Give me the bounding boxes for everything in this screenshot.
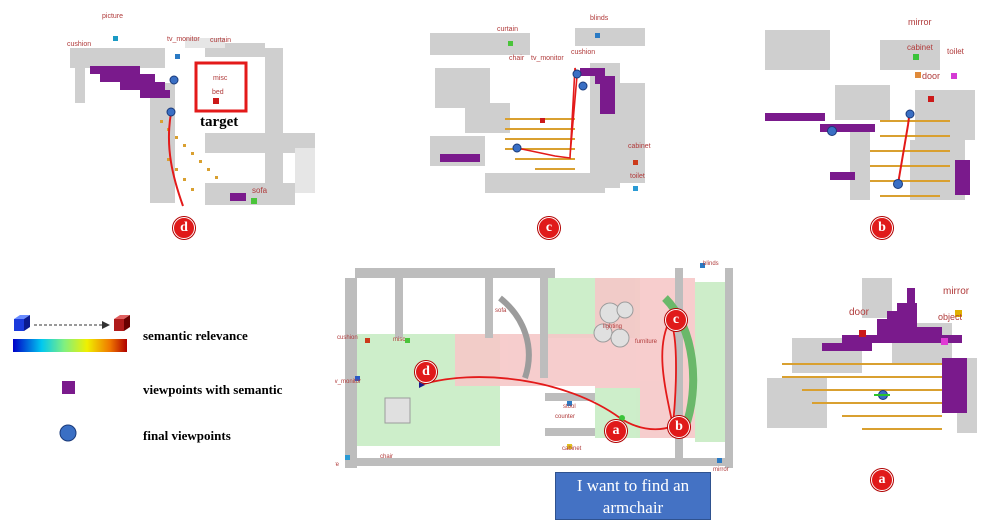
- marker-main-d: d: [415, 361, 437, 383]
- cube-icon: [928, 96, 934, 102]
- final-viewpoint: [893, 179, 903, 189]
- final-viewpoint: [619, 415, 625, 421]
- label-door: door: [922, 71, 940, 81]
- label-lighting: lighting: [603, 324, 622, 330]
- cube-icon: [717, 458, 722, 463]
- label-misc: misc: [213, 75, 228, 82]
- legend-viewpoints: viewpoints with semantic: [143, 382, 283, 397]
- blue-cube-icon: [14, 315, 30, 331]
- final-viewpoint: [166, 107, 176, 117]
- label-counter: counter: [555, 414, 575, 420]
- label-cushion: cushion: [67, 41, 91, 48]
- marker-d: d: [173, 217, 195, 239]
- bed-cube-icon: [213, 98, 219, 104]
- cube-icon: [633, 186, 638, 191]
- cube-icon: [915, 72, 921, 78]
- panel-c: curtain blinds chair tv_monitor cushion …: [425, 8, 655, 208]
- marker-a: a: [871, 469, 893, 491]
- label-cabinet: cabinet: [907, 43, 934, 52]
- marker-main-c: c: [665, 309, 687, 331]
- cube-icon: [508, 41, 513, 46]
- cube-icon: [113, 36, 118, 41]
- cube-icon: [355, 376, 360, 381]
- cube-icon: [700, 263, 705, 268]
- final-viewpoint: [578, 81, 588, 91]
- final-viewpoint: [512, 143, 522, 153]
- cube-icon: [540, 118, 545, 123]
- label-picture: picture: [335, 462, 340, 468]
- label-toilet: toilet: [947, 47, 965, 56]
- cube-icon: [951, 73, 957, 79]
- label-misc: misc: [393, 337, 405, 343]
- cube-icon: [941, 338, 948, 345]
- relevance-colorbar: [13, 339, 127, 352]
- target-box: [194, 61, 248, 113]
- label-cushion: cushion: [571, 49, 595, 56]
- panel-c-viewpoints: [440, 68, 615, 162]
- cube-icon: [567, 444, 572, 449]
- label-sofa: sofa: [495, 308, 507, 314]
- label-mirror: mirror: [713, 467, 729, 473]
- cube-icon: [955, 310, 962, 317]
- blue-circle-icon: [59, 424, 77, 442]
- label-tv-monitor: tv_monitor: [335, 379, 361, 385]
- cube-icon: [175, 54, 180, 59]
- label-picture: picture: [102, 13, 123, 20]
- cube-icon: [913, 54, 919, 60]
- cube-icon: [405, 338, 410, 343]
- cube-icon: [859, 330, 866, 337]
- label-chair: chair: [380, 454, 393, 460]
- panel-b-viewpoints: [765, 113, 970, 195]
- final-viewpoint: [905, 109, 915, 119]
- cube-icon: [251, 198, 257, 204]
- label-furniture: furniture: [635, 339, 658, 345]
- legend-relevance: semantic relevance: [143, 328, 248, 343]
- final-viewpoint: [572, 69, 582, 79]
- label-stool: stool: [563, 404, 576, 410]
- cube-icon: [365, 338, 370, 343]
- label-curtain: curtain: [210, 37, 231, 44]
- label-cabinet: cabinet: [628, 143, 651, 150]
- panel-d-viewpoints: [90, 66, 246, 201]
- cube-icon: [595, 33, 600, 38]
- marker-main-a: a: [605, 420, 627, 442]
- label-door: door: [849, 307, 870, 318]
- purple-square-icon: [62, 381, 75, 394]
- label-cabinet: cabinet: [562, 446, 582, 452]
- label-tv-monitor: tv_monitor: [167, 36, 200, 43]
- panel-c-path: [516, 67, 578, 159]
- label-sofa: sofa: [252, 186, 268, 195]
- label-curtain: curtain: [497, 26, 518, 33]
- panel-d: picture cushion tv_monitor curtain misc …: [55, 8, 325, 213]
- legend-final: final viewpoints: [143, 428, 231, 443]
- label-tv-monitor: tv_monitor: [531, 55, 564, 62]
- final-viewpoint: [169, 75, 179, 85]
- panel-b: mirror cabinet toilet door: [760, 10, 985, 210]
- marker-main-b: b: [668, 416, 690, 438]
- legend: [10, 315, 140, 445]
- marker-c: c: [538, 217, 560, 239]
- label-object: object: [938, 312, 963, 322]
- cube-icon: [633, 160, 638, 165]
- panel-a: door mirror object: [762, 268, 982, 453]
- panel-d-path: [167, 112, 184, 207]
- red-cube-icon: [114, 315, 130, 331]
- label-cushion: cushion: [337, 335, 358, 341]
- label-mirror: mirror: [943, 286, 970, 297]
- label-blinds: blinds: [703, 261, 719, 267]
- panel-main: blinds sofa lighting furniture cushion m…: [335, 258, 735, 476]
- cube-icon: [567, 401, 572, 406]
- label-chair: chair: [509, 55, 525, 62]
- target-label: target: [200, 114, 239, 130]
- panel-a-viewpoints: [822, 288, 967, 413]
- label-blinds: blinds: [590, 15, 609, 22]
- label-mirror: mirror: [908, 17, 932, 27]
- instruction-box: I want to find an armchair: [555, 472, 711, 520]
- label-bed: bed: [212, 89, 224, 96]
- marker-b: b: [871, 217, 893, 239]
- final-viewpoint: [827, 126, 837, 136]
- cube-icon: [345, 455, 350, 460]
- label-toilet: toilet: [630, 173, 645, 180]
